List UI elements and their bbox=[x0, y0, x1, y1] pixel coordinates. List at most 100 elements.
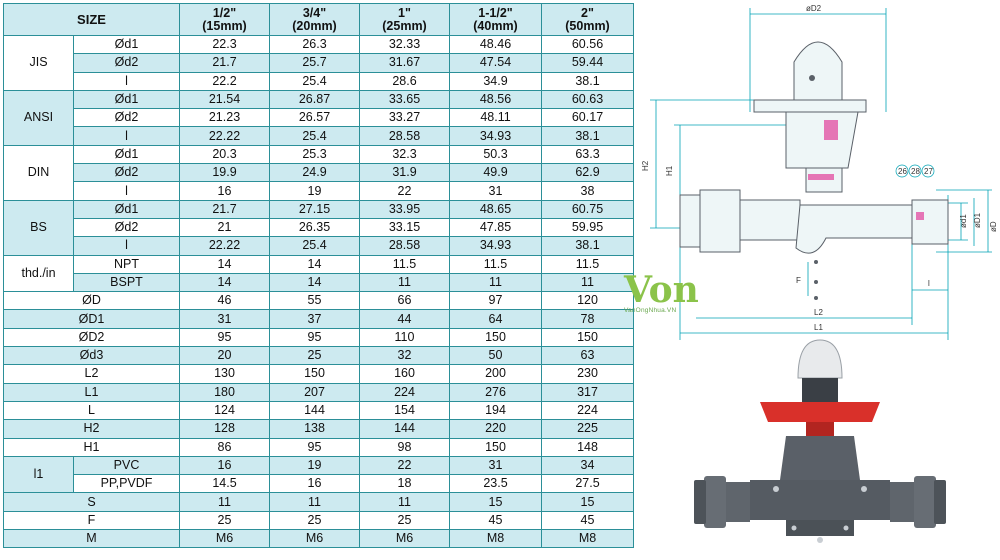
cell-value: 19 bbox=[269, 455, 360, 476]
cell-value: 33.27 bbox=[359, 108, 450, 128]
cell-value: 47.85 bbox=[449, 217, 542, 238]
row-label: Ød2 bbox=[73, 217, 180, 238]
cell-value: 19.9 bbox=[179, 163, 270, 183]
cell-value: 31 bbox=[179, 309, 270, 329]
cell-value: 11.5 bbox=[541, 254, 634, 274]
cell-value: 317 bbox=[541, 382, 634, 402]
cell-value: 148 bbox=[541, 437, 634, 457]
cell-value: 200 bbox=[449, 364, 542, 384]
cell-value: M6 bbox=[179, 529, 270, 549]
cell-value: 150 bbox=[269, 364, 360, 384]
row-label: NPT bbox=[73, 254, 180, 274]
cell-value: 276 bbox=[449, 382, 542, 402]
cell-value: 27.15 bbox=[269, 199, 360, 219]
cell-value: 194 bbox=[449, 400, 542, 421]
cell-value: 11 bbox=[359, 272, 450, 293]
cell-value: 14 bbox=[179, 272, 270, 293]
cell-value: 95 bbox=[269, 327, 360, 348]
cell-value: 37 bbox=[269, 309, 360, 329]
cell-value: 180 bbox=[179, 382, 270, 402]
cell-value: 150 bbox=[449, 327, 542, 348]
cell-value: 33.95 bbox=[359, 199, 450, 219]
cell-value: 62.9 bbox=[541, 163, 634, 183]
cell-value: 16 bbox=[269, 474, 360, 494]
row-label: Ød1 bbox=[73, 144, 180, 165]
group-label-thd-in: thd./in bbox=[3, 254, 74, 293]
cell-value: 38.1 bbox=[541, 236, 634, 256]
cell-value: 14 bbox=[269, 254, 360, 274]
d1-label: øD1 bbox=[973, 212, 982, 228]
l1-label: L1 bbox=[814, 323, 823, 332]
cell-value: 23.5 bbox=[449, 474, 542, 494]
cell-value: 45 bbox=[449, 510, 542, 531]
size-col-20mm: 3/4"(20mm) bbox=[269, 3, 360, 36]
group-label-l1: l1 bbox=[3, 455, 74, 494]
row-label: l bbox=[73, 181, 180, 201]
valve-technical-drawing: øD2 H2 H1 øD øD1 ød1 F L2 L1 l 26 28 27 bbox=[641, 4, 998, 340]
cell-value: M6 bbox=[269, 529, 360, 549]
dim-label-f: F bbox=[3, 510, 180, 531]
dim-label-d2: ØD2 bbox=[3, 327, 180, 348]
cell-value: 55 bbox=[269, 291, 360, 311]
cell-value: 97 bbox=[449, 291, 542, 311]
cell-value: 34.93 bbox=[449, 236, 542, 256]
cell-value: 21 bbox=[179, 217, 270, 238]
cell-value: 34.93 bbox=[449, 126, 542, 146]
l2-label: L2 bbox=[814, 308, 823, 317]
cell-value: 31.67 bbox=[359, 53, 450, 73]
cell-value: 14 bbox=[179, 254, 270, 274]
dim-label-l1: L1 bbox=[3, 382, 180, 402]
cell-value: 19 bbox=[269, 181, 360, 201]
cell-value: 34 bbox=[541, 455, 634, 476]
row-label: Ød2 bbox=[73, 108, 180, 128]
cell-value: 25.4 bbox=[269, 236, 360, 256]
dim-label-m: M bbox=[3, 529, 180, 549]
size-col-25mm: 1"(25mm) bbox=[359, 3, 450, 36]
cell-value: 25.3 bbox=[269, 144, 360, 165]
cell-value: 25 bbox=[359, 510, 450, 531]
dim-label-l: L bbox=[3, 400, 180, 421]
cell-value: 14 bbox=[269, 272, 360, 293]
cell-value: 38 bbox=[541, 181, 634, 201]
cell-value: 21.7 bbox=[179, 199, 270, 219]
cell-value: 32.3 bbox=[359, 144, 450, 165]
cell-value: 207 bbox=[269, 382, 360, 402]
cell-value: 18 bbox=[359, 474, 450, 494]
cell-value: 11 bbox=[269, 492, 360, 512]
dim-label-s: S bbox=[3, 492, 180, 512]
cell-value: M8 bbox=[541, 529, 634, 549]
row-label: PP,PVDF bbox=[73, 474, 180, 494]
cell-value: 25 bbox=[269, 346, 360, 366]
cell-value: 124 bbox=[179, 400, 270, 421]
cell-value: 11.5 bbox=[449, 254, 542, 274]
cell-value: 20 bbox=[179, 346, 270, 366]
cell-value: 22.22 bbox=[179, 126, 270, 146]
cell-value: 38.1 bbox=[541, 71, 634, 91]
dim-label-d: ØD bbox=[3, 291, 180, 311]
row-label: l bbox=[73, 236, 180, 256]
d-label: øD bbox=[989, 221, 998, 232]
size-header-row: SIZE 1/2"(15mm) 3/4"(20mm) 1"(25mm) 1-1/… bbox=[3, 3, 634, 36]
size-col-40mm: 1-1/2"(40mm) bbox=[449, 3, 542, 36]
cell-value: 46 bbox=[179, 291, 270, 311]
cell-value: 48.65 bbox=[449, 199, 542, 219]
cell-value: 98 bbox=[359, 437, 450, 457]
cell-value: 60.63 bbox=[541, 89, 634, 110]
h1-label: H1 bbox=[665, 165, 674, 176]
